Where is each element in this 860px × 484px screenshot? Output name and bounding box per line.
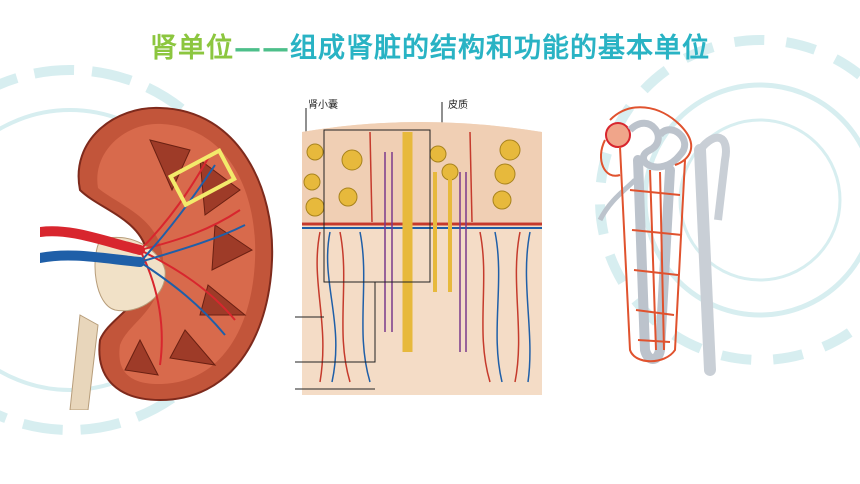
title-dash: —— xyxy=(234,33,290,64)
page-title: 肾单位——组成肾脏的结构和功能的基本单位 xyxy=(0,26,860,65)
title-term: 肾单位 xyxy=(150,33,234,64)
nephron-tissue-image xyxy=(295,102,542,395)
label-renal-capsule: 肾小囊 xyxy=(308,100,338,111)
label-cortex: 皮质 xyxy=(448,100,468,111)
title-definition: 组成肾脏的结构和功能的基本单位 xyxy=(290,33,710,64)
kidney-cross-section-image xyxy=(40,106,274,410)
nephron-illustration-image xyxy=(597,106,730,376)
